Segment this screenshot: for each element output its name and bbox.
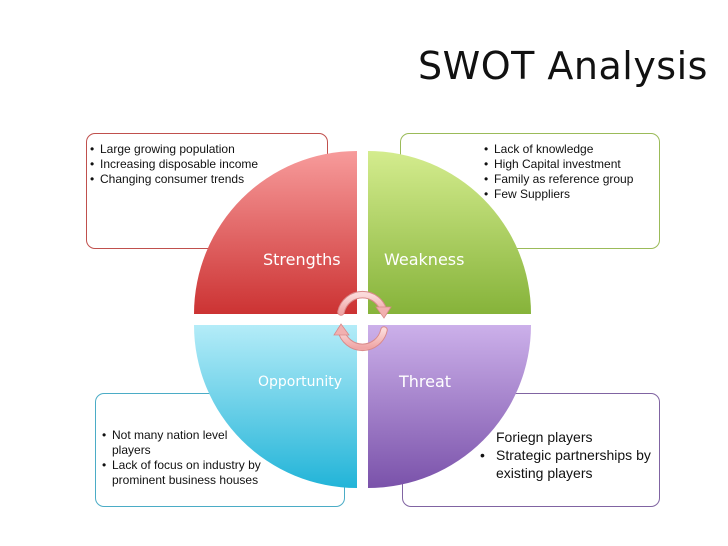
list-item: Strategic partnerships by existing playe… [480,446,660,482]
list-item: Few Suppliers [484,187,659,202]
weakness-list: Lack of knowledge High Capital investmen… [484,142,659,202]
opportunity-quadrant [194,325,357,488]
list-item: High Capital investment [484,157,659,172]
list-item: Increasing disposable income [90,157,265,172]
list-item: Not many nation level players [102,428,262,458]
cycle-arrows-icon [333,290,392,352]
page-title: SWOT Analysis [418,44,708,88]
opportunity-label: Opportunity [258,374,343,390]
threat-label: Threat [399,372,452,391]
threat-quadrant [368,325,531,488]
strengths-quadrant [194,151,357,314]
list-item: Lack of knowledge [484,142,659,157]
weakness-quadrant [368,151,531,314]
list-item: Family as reference group [484,172,659,187]
list-item: Lack of focus on industry by prominent b… [102,458,262,488]
weakness-label: Weakness [384,250,465,269]
list-item: Changing consumer trends [90,172,265,187]
threat-list: Foriegn players Strategic partnerships b… [480,428,660,482]
opportunity-list: Not many nation level players Lack of fo… [102,428,262,488]
strengths-label: Strengths [263,250,341,269]
strengths-list: Large growing population Increasing disp… [90,142,265,187]
list-item: Large growing population [90,142,265,157]
